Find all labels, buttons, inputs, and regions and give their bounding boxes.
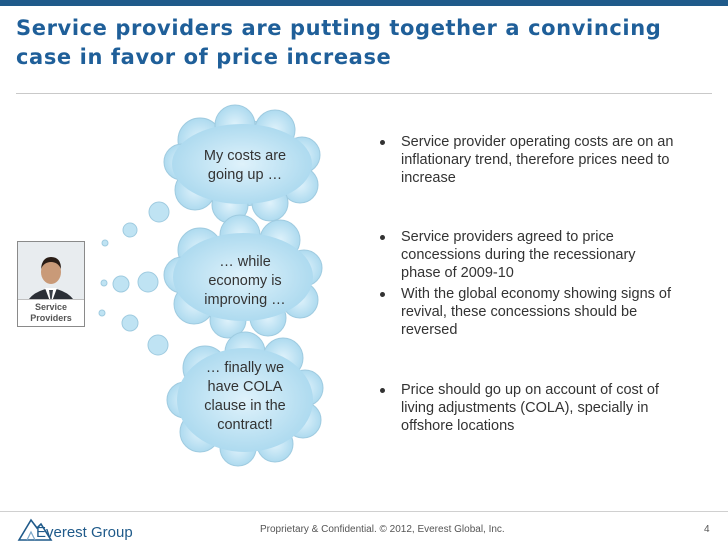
bullet-dot-icon xyxy=(380,388,385,393)
footer-divider xyxy=(0,511,728,512)
bullet-item: Service provider operating costs are on … xyxy=(380,133,710,187)
cloud-1 xyxy=(163,104,321,224)
bullet-dot-icon xyxy=(380,140,385,145)
everest-logo-icon xyxy=(17,518,53,541)
bullet-dot-icon xyxy=(380,235,385,240)
cloud-3-text: … finally we have COLA clause in the con… xyxy=(204,360,286,433)
cloud-1-text: My costs are going up … xyxy=(203,148,287,183)
bullet-item: Service providers agreed to price conces… xyxy=(380,228,710,282)
confidentiality-notice: Proprietary & Confidential. © 2012, Ever… xyxy=(260,524,505,535)
cloud-3 xyxy=(166,331,324,467)
cloud-2 xyxy=(163,214,323,339)
service-provider-avatar: Service Providers xyxy=(17,241,85,327)
title-divider xyxy=(16,93,712,94)
logo-text: Everest Group xyxy=(36,524,133,541)
page-number: 4 xyxy=(704,524,710,535)
avatar-label: Service Providers xyxy=(18,299,84,326)
bullet-dot-icon xyxy=(380,292,385,297)
slide-title: Service providers are putting together a… xyxy=(16,16,662,69)
top-accent-bar xyxy=(0,0,728,6)
bullet-item: Price should go up on account of cost of… xyxy=(380,381,710,435)
thought-bubbles xyxy=(98,201,170,356)
cloud-2-text: … while economy is improving … xyxy=(204,254,286,308)
bullet-item: With the global economy showing signs of… xyxy=(380,285,710,339)
